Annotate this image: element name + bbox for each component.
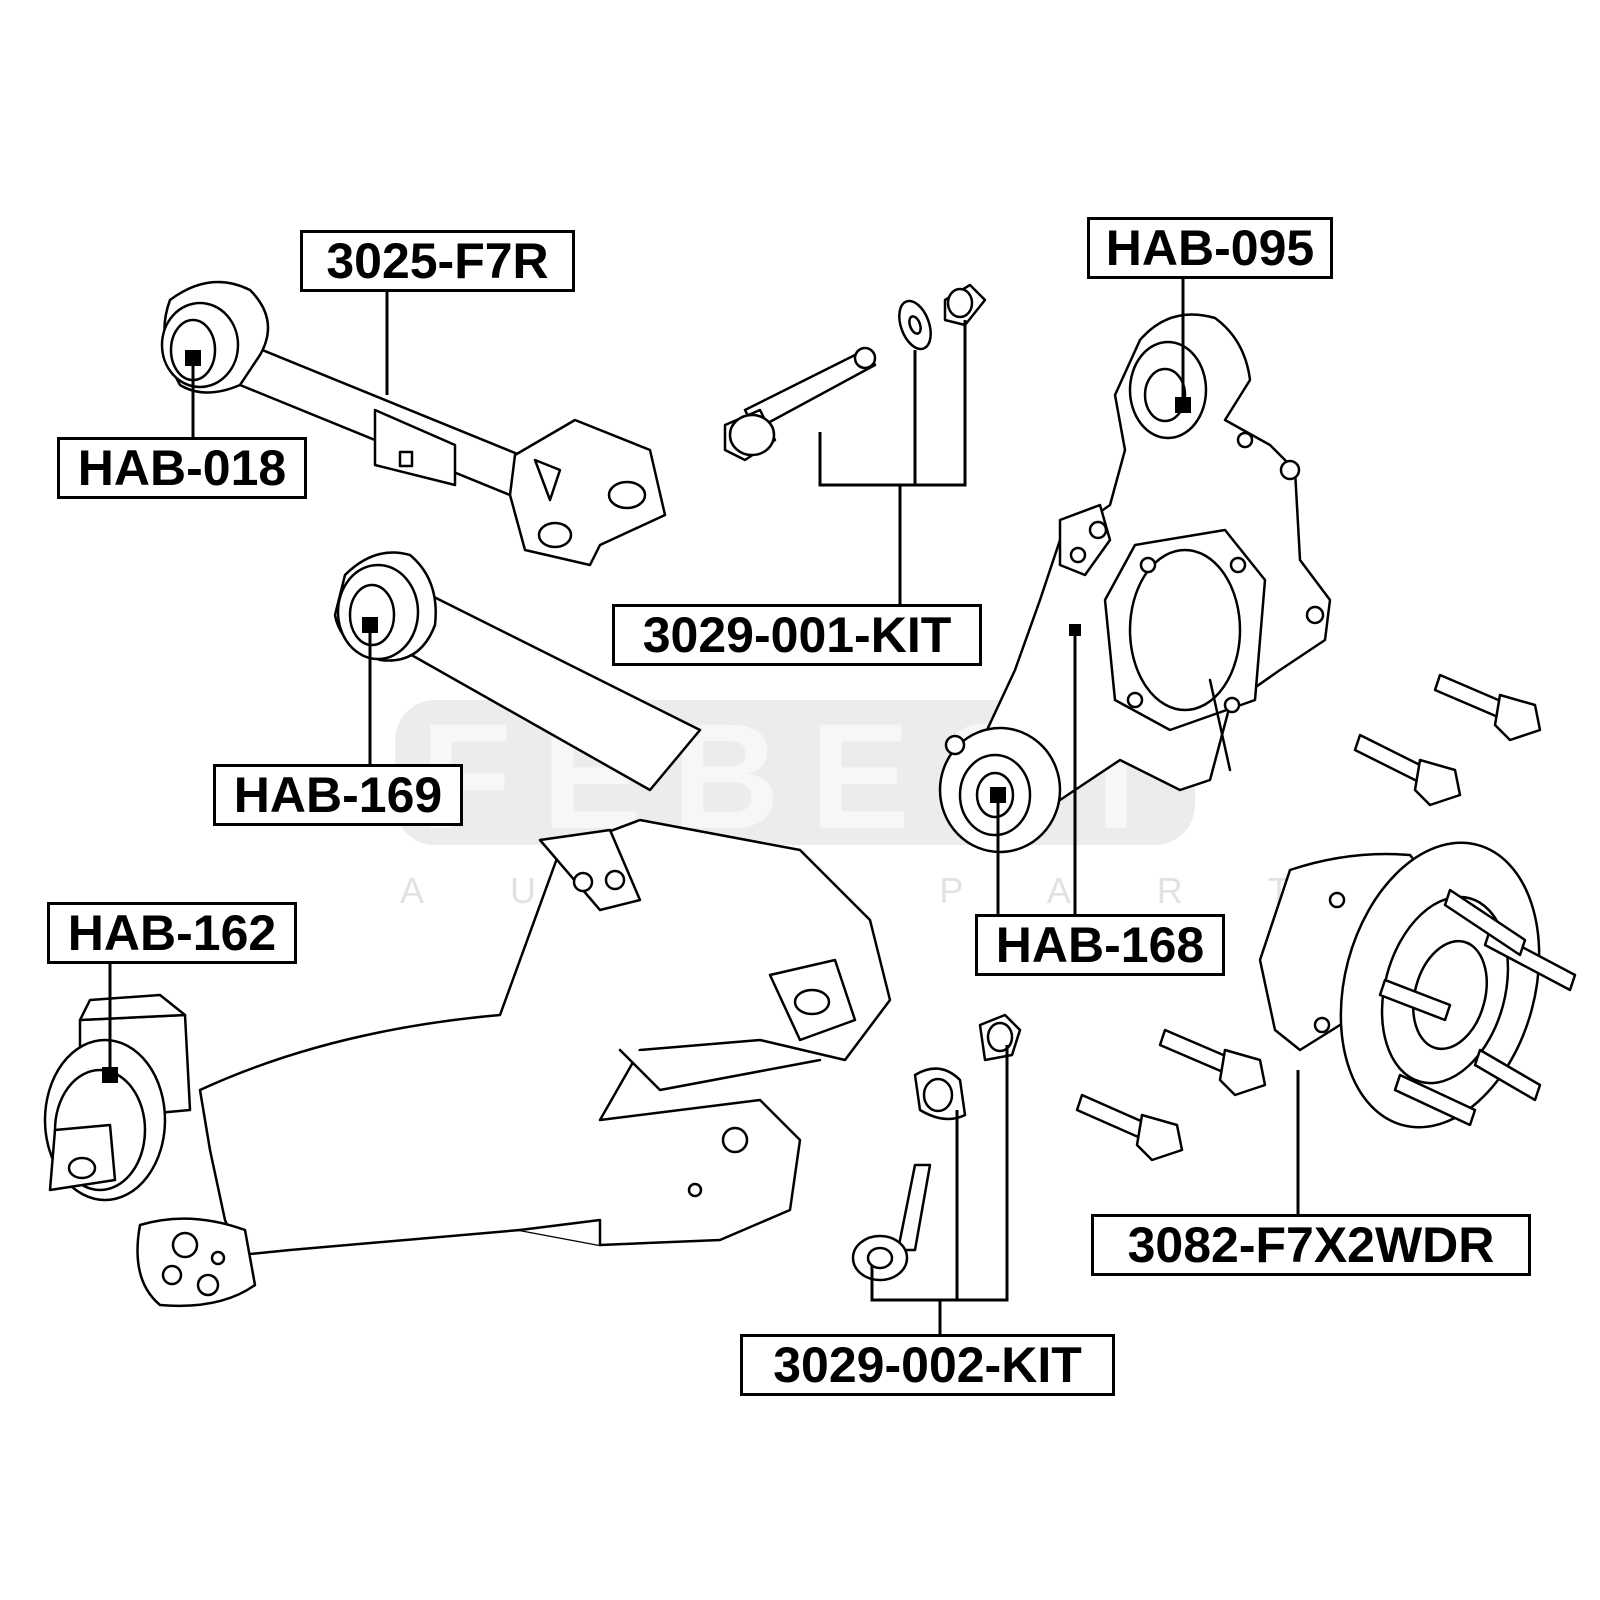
wheel-hub [1258,841,1577,1129]
hub-bolts [1075,673,1542,1162]
label-3029-001-kit[interactable]: 3029-001-KIT [612,604,982,666]
large-bushing [43,993,257,1308]
label-3082-f7x2wdr[interactable]: 3082-F7X2WDR [1091,1214,1531,1276]
label-hab-169[interactable]: HAB-169 [213,764,463,826]
label-3029-002-kit[interactable]: 3029-002-KIT [740,1334,1115,1396]
knuckle [938,313,1332,854]
label-3025-f7r[interactable]: 3025-F7R [300,230,575,292]
leader-lines [108,275,1300,1335]
bolt-kit-002 [851,1013,1022,1282]
upper-control-arm [160,280,667,567]
label-hab-168[interactable]: HAB-168 [975,914,1225,976]
label-hab-018[interactable]: HAB-018 [57,437,307,499]
label-hab-162[interactable]: HAB-162 [47,902,297,964]
subframe [198,818,892,1257]
leader-markers [102,350,1191,1083]
lower-link-arm [333,551,702,792]
label-hab-095[interactable]: HAB-095 [1087,217,1333,279]
bolt-kit-001 [723,283,987,462]
